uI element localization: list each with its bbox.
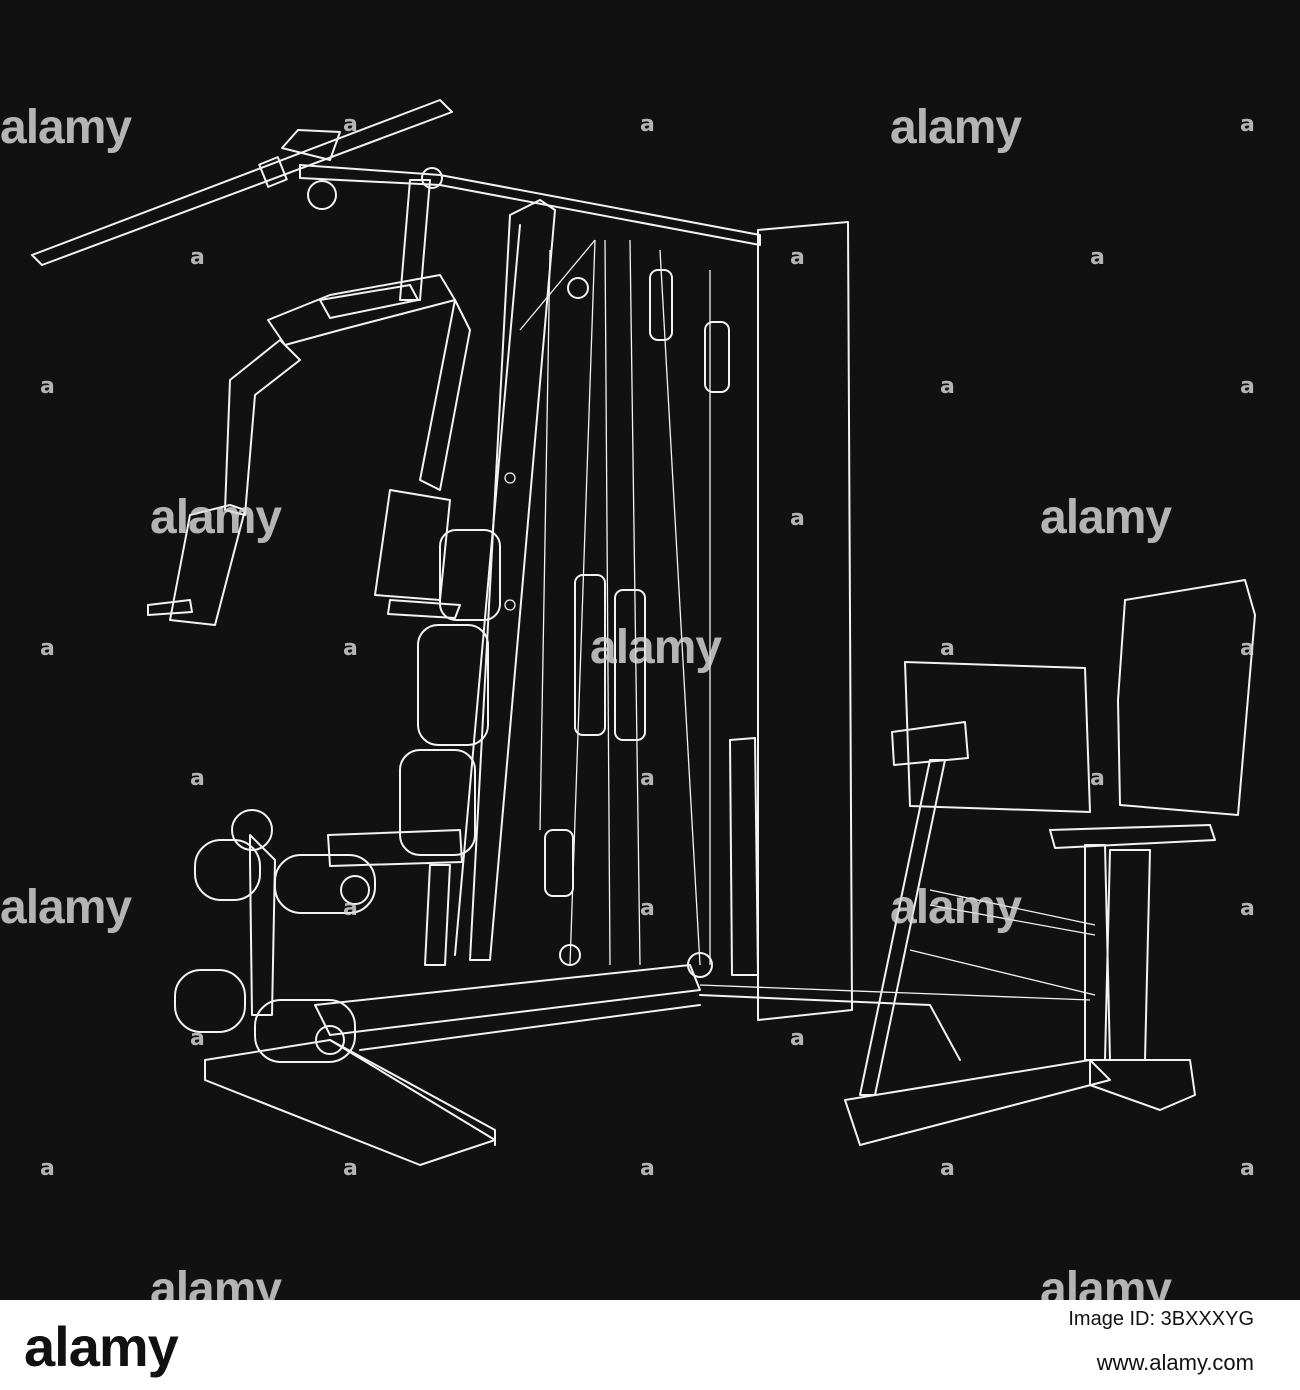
stock-footer-bar: alamy Image ID: 3BXXXYG www.alamy.com bbox=[0, 1300, 1300, 1390]
watermark-a-mark: a bbox=[40, 636, 55, 661]
watermark-a-mark: a bbox=[1240, 374, 1255, 399]
watermark-logo: alamy bbox=[1040, 491, 1172, 544]
leg-extension bbox=[174, 809, 376, 1063]
watermark-a-mark: a bbox=[1240, 636, 1255, 661]
watermark-a-mark: a bbox=[790, 506, 805, 531]
watermark-a-mark: a bbox=[790, 1026, 805, 1051]
weight-stack-tower bbox=[729, 221, 853, 1021]
watermark-a-mark: a bbox=[640, 896, 655, 921]
watermark-logo: alamy bbox=[0, 881, 132, 934]
seat-and-back-pad bbox=[327, 529, 501, 966]
watermark-a-mark: a bbox=[40, 1156, 55, 1181]
watermark-a-mark: a bbox=[940, 636, 955, 661]
site-url-link[interactable]: www.alamy.com bbox=[1096, 1350, 1254, 1375]
watermark-logo: alamy bbox=[1040, 1263, 1172, 1300]
lat-pulldown-bar bbox=[31, 99, 453, 266]
watermark-logo: alamy bbox=[0, 101, 132, 154]
watermark-a-mark: a bbox=[1240, 896, 1255, 921]
watermark-a-mark: a bbox=[1090, 766, 1105, 791]
watermark-a-mark: a bbox=[1240, 1156, 1255, 1181]
watermark-a-mark: a bbox=[940, 1156, 955, 1181]
watermark-a-mark: a bbox=[640, 112, 655, 137]
watermark-logo: alamy bbox=[590, 621, 722, 674]
watermark-a-mark: a bbox=[790, 245, 805, 270]
watermark-a-mark: a bbox=[1090, 245, 1105, 270]
image-id-label: Image ID: 3BXXXYG bbox=[1068, 1308, 1254, 1330]
watermark-a-mark: a bbox=[190, 1026, 205, 1051]
watermark-a-mark: a bbox=[40, 374, 55, 399]
watermark-a-mark: a bbox=[343, 1156, 358, 1181]
base-frame-left bbox=[204, 964, 701, 1166]
top-beam bbox=[299, 164, 761, 246]
image-canvas: alamy alamy alamy alamy alamy alamy alam… bbox=[0, 0, 1300, 1300]
watermark-a-mark: a bbox=[190, 245, 205, 270]
watermark-a-mark: a bbox=[940, 374, 955, 399]
watermark-a-mark: a bbox=[640, 1156, 655, 1181]
cable-system bbox=[519, 239, 730, 978]
watermark-a-mark: a bbox=[640, 766, 655, 791]
watermark-a-mark: a bbox=[343, 112, 358, 137]
chest-press-arms bbox=[147, 274, 471, 626]
watermark-a-mark: a bbox=[343, 636, 358, 661]
home-gym-line-drawing bbox=[31, 99, 1256, 1166]
watermark-a-mark: a bbox=[190, 766, 205, 791]
watermark-logo: alamy bbox=[150, 491, 282, 544]
watermark-a-mark: a bbox=[343, 896, 358, 921]
watermark-logo: alamy bbox=[890, 881, 1022, 934]
footer-logo[interactable]: alamy bbox=[24, 1315, 179, 1378]
main-frame bbox=[399, 179, 556, 961]
leg-press-station bbox=[699, 579, 1256, 1146]
watermark-logo: alamy bbox=[890, 101, 1022, 154]
watermark-logo: alamy bbox=[150, 1263, 282, 1300]
watermark-a-mark: a bbox=[1240, 112, 1255, 137]
